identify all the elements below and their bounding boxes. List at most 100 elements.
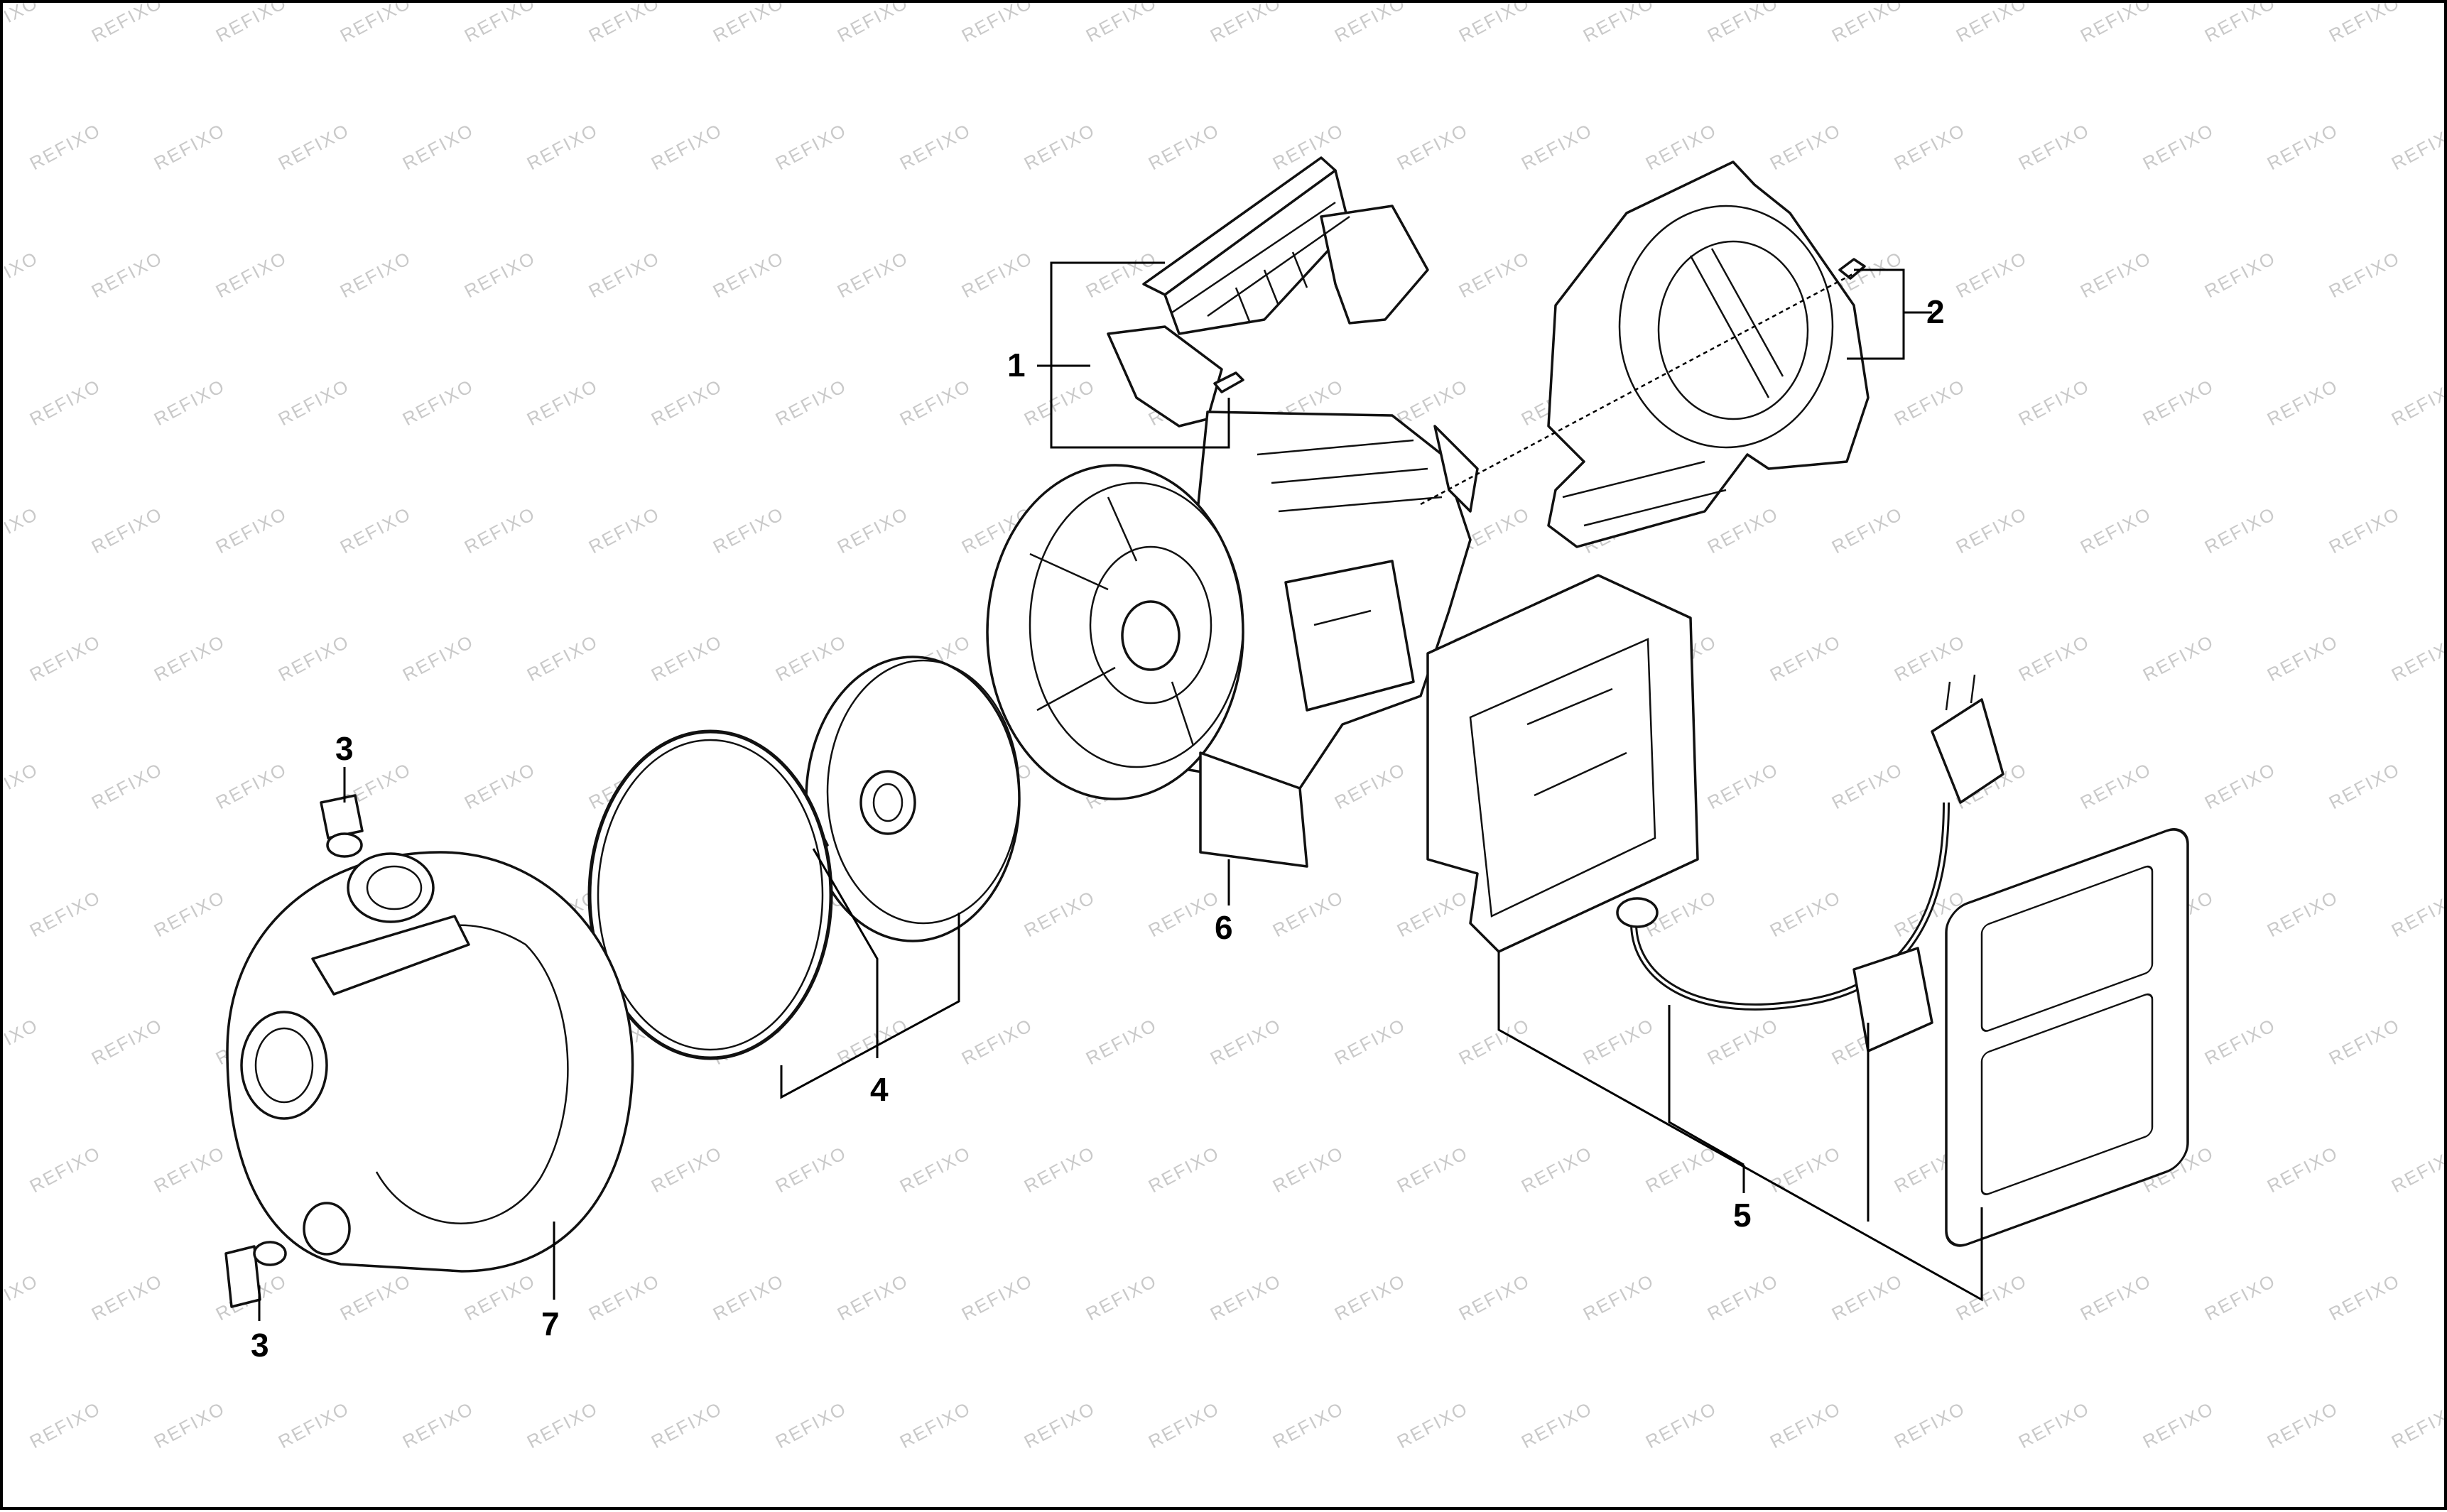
watermark-text: REFIXO <box>151 119 229 175</box>
watermark-text: REFIXO <box>1083 247 1161 303</box>
watermark-text: REFIXO <box>710 1270 788 1325</box>
watermark-text: REFIXO <box>2388 375 2447 430</box>
watermark-text: REFIXO <box>26 1398 104 1453</box>
watermark-text: REFIXO <box>1331 1014 1409 1070</box>
callout-labels: 1 2 3 3 4 5 6 7 <box>251 293 1945 1364</box>
watermark-text: REFIXO <box>896 375 975 430</box>
watermark-text: REFIXO <box>896 1398 975 1453</box>
watermark-text: REFIXO <box>399 631 477 686</box>
watermark-text: REFIXO <box>1021 1398 1099 1453</box>
watermark-text: REFIXO <box>1331 0 1409 46</box>
watermark-text: REFIXO <box>2139 119 2218 175</box>
watermark-text: REFIXO <box>1704 758 1782 814</box>
watermark-text: REFIXO <box>1207 1014 1285 1070</box>
watermark-text: REFIXO <box>1394 119 1472 175</box>
watermark-text: REFIXO <box>0 758 42 814</box>
watermark-text: REFIXO <box>1704 1014 1782 1070</box>
watermark-text: REFIXO <box>2326 1014 2404 1070</box>
watermark-text: REFIXO <box>2139 631 2218 686</box>
watermark-text: REFIXO <box>2264 119 2342 175</box>
watermark-text: REFIXO <box>461 0 539 46</box>
watermark-text: REFIXO <box>1145 1142 1223 1197</box>
watermark-text: REFIXO <box>1021 886 1099 942</box>
watermark-text: REFIXO <box>2077 0 2155 46</box>
watermark-text: REFIXO <box>585 503 663 558</box>
watermark-text: REFIXO <box>648 375 726 430</box>
watermark-text: REFIXO <box>1518 1398 1596 1453</box>
watermark-text: REFIXO <box>2201 1270 2279 1325</box>
watermark-text: REFIXO <box>2326 503 2404 558</box>
watermark-text: REFIXO <box>2077 758 2155 814</box>
watermark-text: REFIXO <box>88 503 166 558</box>
watermark-text: REFIXO <box>772 631 850 686</box>
watermark-text: REFIXO <box>1394 375 1472 430</box>
watermark-text: REFIXO <box>1953 1270 2031 1325</box>
watermark-text: REFIXO <box>1455 1270 1534 1325</box>
callout-plug-top: 3 <box>335 730 354 767</box>
callout-motor: 6 <box>1215 909 1233 946</box>
watermark-text: REFIXO <box>26 119 104 175</box>
watermark-text: REFIXO <box>399 119 477 175</box>
watermark-text: REFIXO <box>0 1270 42 1325</box>
watermark-text: REFIXO <box>0 503 42 558</box>
watermark-text: REFIXO <box>1642 1398 1720 1453</box>
watermark-text: REFIXO <box>151 886 229 942</box>
motor-part <box>986 410 1479 868</box>
watermark-text: REFIXO <box>1207 0 1285 46</box>
motor-cover-part <box>1547 161 1870 548</box>
watermark-text: REFIXO <box>523 1398 602 1453</box>
watermark-text: REFIXO <box>834 1014 912 1070</box>
watermark-text: REFIXO <box>88 1014 166 1070</box>
watermark-text: REFIXO <box>399 375 477 430</box>
watermark-text: REFIXO <box>1518 119 1596 175</box>
watermark-text: REFIXO <box>151 631 229 686</box>
watermark-text: REFIXO <box>1767 631 1845 686</box>
watermark-text: REFIXO <box>1269 1398 1347 1453</box>
watermark-text: REFIXO <box>585 1270 663 1325</box>
watermark-text: REFIXO <box>1953 247 2031 303</box>
watermark-text: REFIXO <box>585 0 663 46</box>
watermark-text: REFIXO <box>1891 375 1969 430</box>
watermark-text: REFIXO <box>1207 1270 1285 1325</box>
watermark-text: REFIXO <box>1767 1142 1845 1197</box>
callout-electrical-set: 5 <box>1733 1197 1752 1234</box>
watermark-text: REFIXO <box>337 0 415 46</box>
watermark-text: REFIXO <box>88 247 166 303</box>
watermark-text: REFIXO <box>26 886 104 942</box>
watermark-text: REFIXO <box>26 1142 104 1197</box>
watermark-text: REFIXO <box>461 503 539 558</box>
watermark-text: REFIXO <box>834 247 912 303</box>
watermark-text: REFIXO <box>88 0 166 46</box>
watermark-text: REFIXO <box>2388 1398 2447 1453</box>
watermark-text: REFIXO <box>2201 247 2279 303</box>
watermark-text: REFIXO <box>896 119 975 175</box>
watermark-text: REFIXO <box>1828 1270 1906 1325</box>
watermark-text: REFIXO <box>772 375 850 430</box>
watermark-text: REFIXO <box>88 758 166 814</box>
watermark-text: REFIXO <box>0 247 42 303</box>
watermark-text: REFIXO <box>710 503 788 558</box>
watermark-text: REFIXO <box>1580 1014 1658 1070</box>
watermark-text: REFIXO <box>648 631 726 686</box>
watermark-text: REFIXO <box>958 0 1036 46</box>
watermark-text: REFIXO <box>461 1270 539 1325</box>
drain-plug-top-part <box>320 794 364 858</box>
watermark-text: REFIXO <box>2015 1398 2093 1453</box>
watermark-text: REFIXO <box>2388 631 2447 686</box>
watermark-text: REFIXO <box>834 0 912 46</box>
watermark-text: REFIXO <box>2201 0 2279 46</box>
watermark-text: REFIXO <box>1828 503 1906 558</box>
watermark-text: REFIXO <box>275 631 353 686</box>
watermark-text: REFIXO <box>1704 503 1782 558</box>
watermark-text: REFIXO <box>1518 1142 1596 1197</box>
watermark-text: REFIXO <box>772 1398 850 1453</box>
watermark-text: REFIXO <box>1269 886 1347 942</box>
watermark-text: REFIXO <box>648 1398 726 1453</box>
watermark-text: REFIXO <box>958 247 1036 303</box>
watermark-text: REFIXO <box>88 1270 166 1325</box>
watermark-text: REFIXO <box>2326 758 2404 814</box>
watermark-text: REFIXO <box>1145 886 1223 942</box>
watermark-text: REFIXO <box>2201 1014 2279 1070</box>
watermark-text: REFIXO <box>1953 503 2031 558</box>
